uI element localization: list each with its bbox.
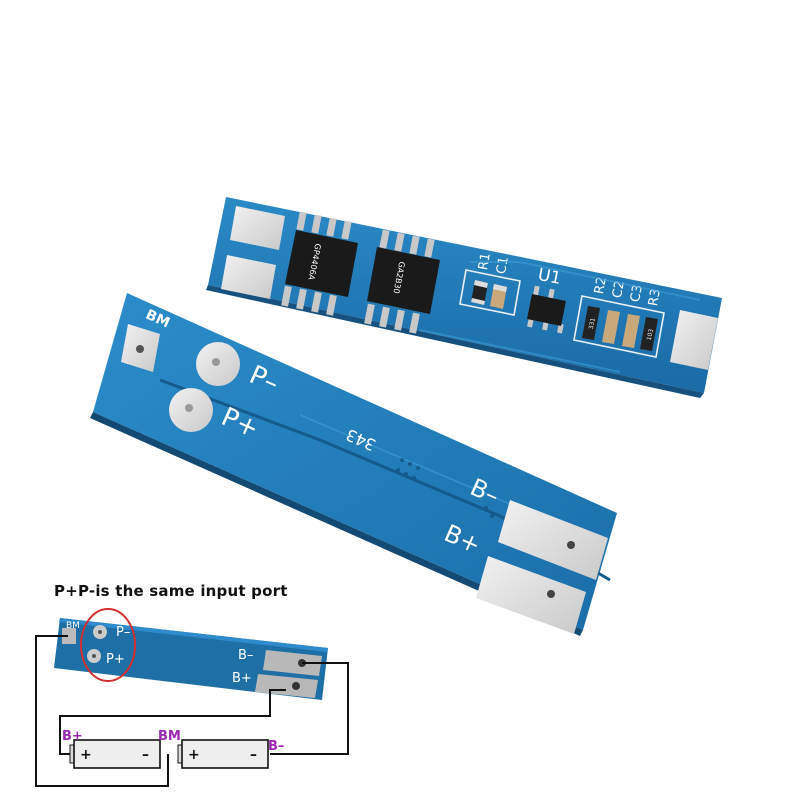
mini-label-b-minus: B– [238,648,253,663]
capacitor-c3 [622,314,640,348]
resistor-r2: 331 [582,306,600,340]
mini-label-bm: BM [66,621,80,631]
pcb-front-board: BM P– P+ 343 B– B+ [90,293,617,636]
wire-label-bm: BM [158,729,181,744]
battery-cell-2: + – [177,739,269,769]
p-minus-pad [196,342,240,386]
resistor-r1 [471,280,488,305]
cell-2-plus: + [188,747,200,763]
mini-label-b-plus: B+ [232,671,252,686]
cell-2-minus: – [250,747,257,763]
cell-1-minus: – [142,747,149,763]
u1-chip [527,285,566,334]
resistor-code-r3: 103 [646,328,655,341]
resistor-code-r2: 331 [588,317,597,330]
wire-label-b-plus: B+ [62,729,83,744]
diagram-caption: P+P-is the same input port [54,582,288,600]
battery-cell-1: + – [69,739,161,769]
capacitor-c1 [490,284,507,309]
highlight-circle [80,608,136,682]
back-pad-top-left [230,206,285,250]
label-r3: R3 [646,288,664,308]
label-c1: C1 [494,256,512,276]
b-plus-pad [476,556,586,634]
p-plus-pad [169,388,213,432]
mosfet-chip-2: GA2B30 [364,229,440,334]
mini-label-p-plus: P+ [106,652,125,667]
wire-label-b-minus: B– [268,739,284,754]
back-pad-right [670,310,718,370]
wiring-diagram: BM P– P+ B– B+ + – + – B+ BM B– [35,608,349,787]
resistor-r3: 103 [640,317,658,351]
capacitor-c2 [602,310,620,344]
mosfet-chip-1: GP4406A [281,211,358,316]
b-minus-pad [498,500,608,580]
pcb-back-board: GP4406A GA2B30 [206,197,722,398]
mini-label-p-minus: P– [116,625,130,640]
back-pad-bottom-left [221,255,276,299]
cell-1-plus: + [80,747,92,763]
